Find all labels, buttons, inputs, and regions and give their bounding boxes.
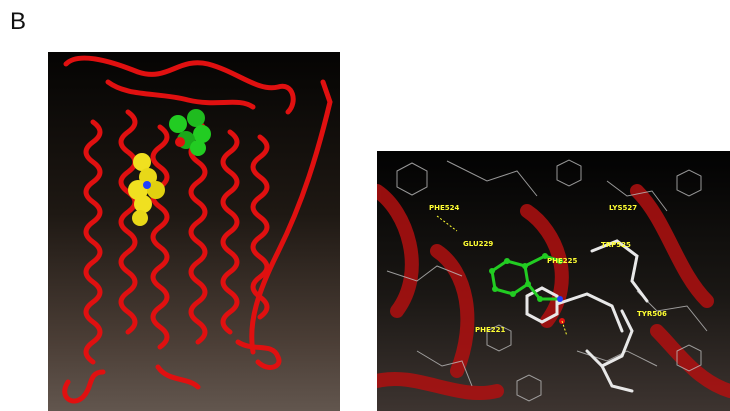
ligand-green-spheres <box>169 109 211 156</box>
ligand-green-ball-stick <box>489 253 565 324</box>
residue-label: PHE221 <box>475 326 506 334</box>
residue-label: LYS527 <box>609 204 637 212</box>
protein-ribbon-view <box>48 52 340 411</box>
residue-label: TYR506 <box>637 310 667 318</box>
ligand-yellow-spheres <box>128 153 165 226</box>
residue-label: TRP525 <box>601 241 631 249</box>
ribbon-structure <box>62 55 333 404</box>
panel-label: B <box>10 8 27 35</box>
binding-site-structure: PHE524 LYS527 GLU229 PHE225 TRP525 PHE22… <box>377 159 730 402</box>
residue-label: PHE225 <box>547 257 578 265</box>
residue-label: GLU229 <box>463 240 493 248</box>
binding-site-view: PHE524 LYS527 GLU229 PHE225 TRP525 PHE22… <box>377 151 730 411</box>
residue-label: PHE524 <box>429 204 460 212</box>
